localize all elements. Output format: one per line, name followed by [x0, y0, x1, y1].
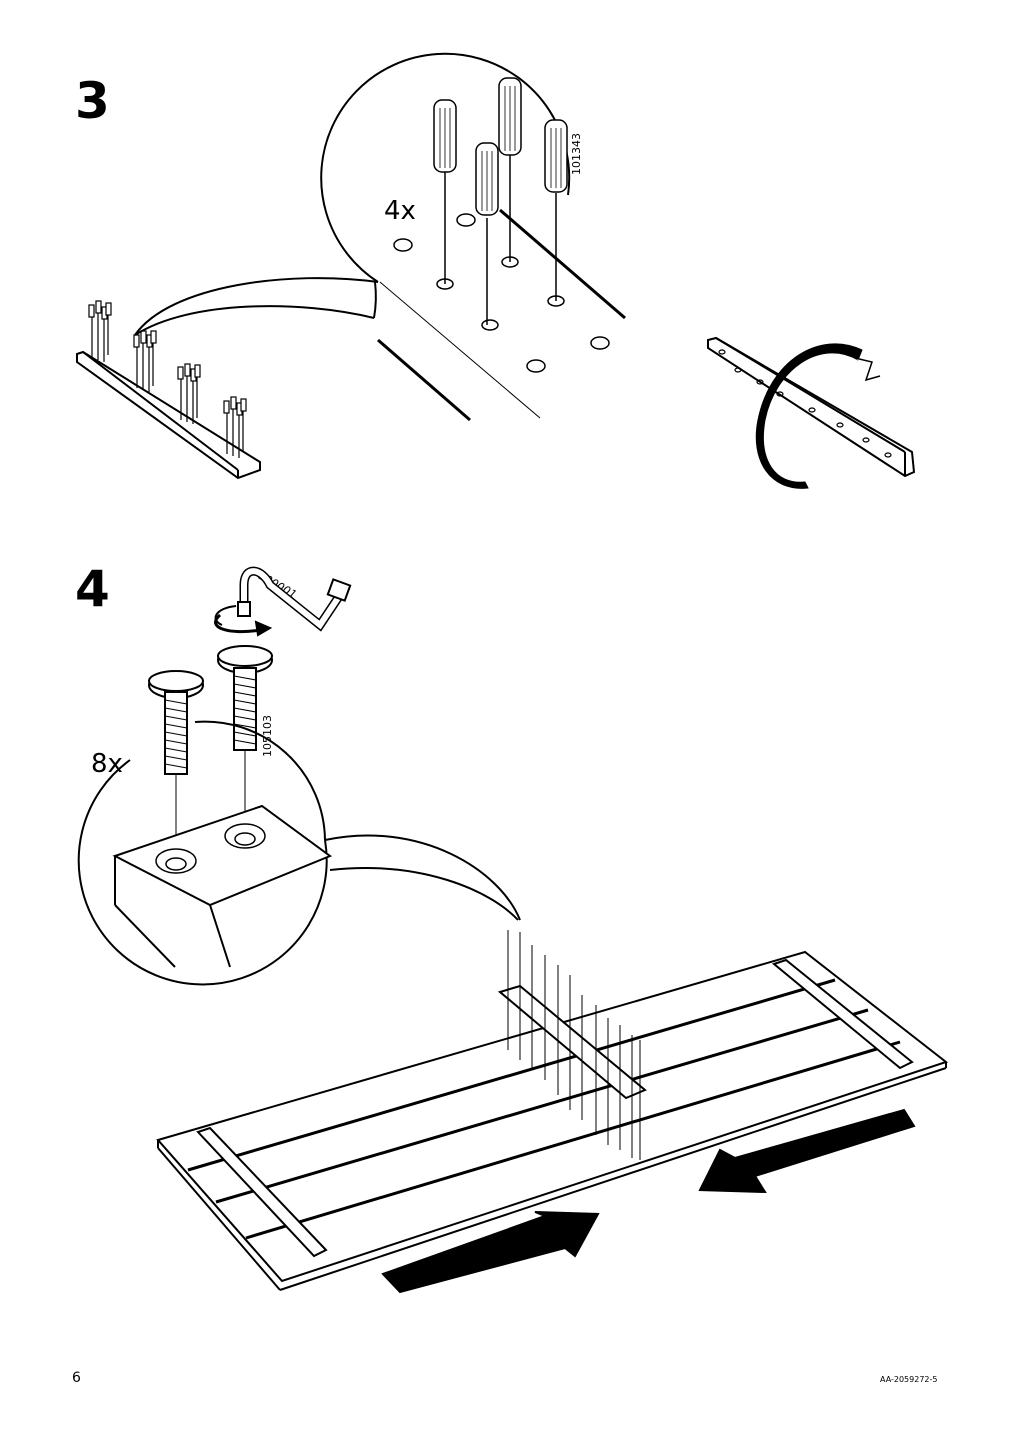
arrow-left-icon: [698, 1108, 916, 1194]
step-3-number: 3: [75, 72, 110, 130]
dowel-pins: [433, 77, 568, 325]
detail-part-block: [112, 804, 333, 968]
page-number: 6: [72, 1370, 81, 1386]
rail-with-dowels: [76, 300, 261, 480]
document-code: AA-2059272-5: [880, 1375, 938, 1384]
board-assembly: [156, 930, 949, 1291]
step-4-number: 4: [75, 560, 110, 618]
detail-board-edge: [377, 208, 626, 422]
arrow-right-icon: [381, 1211, 600, 1294]
callout-pointer: [134, 277, 379, 336]
allen-key-icon: [214, 566, 352, 637]
detail-circle: [320, 52, 571, 283]
flip-rail-illustration: [707, 336, 916, 478]
step-3-quantity: 4x: [384, 196, 416, 226]
step-4-quantity: 8x: [91, 749, 123, 779]
rotate-arrow-icon: [755, 343, 863, 489]
detail-circle-4: [77, 759, 328, 986]
